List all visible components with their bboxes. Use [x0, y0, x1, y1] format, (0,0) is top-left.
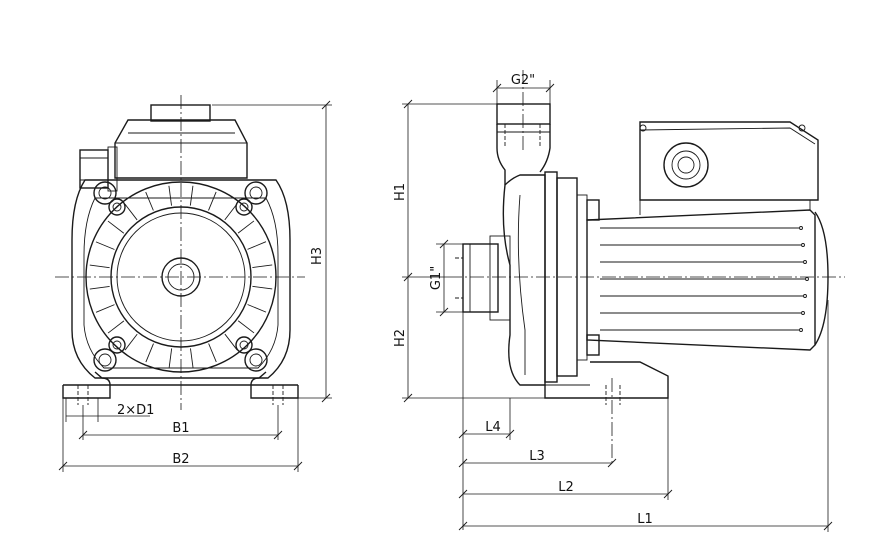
bolt-head	[93, 181, 117, 205]
fin-line	[252, 285, 273, 290]
fin-line	[237, 220, 255, 234]
bolt-hole	[239, 202, 249, 212]
label-l1: L1	[637, 512, 653, 527]
bolt-head	[93, 348, 117, 372]
fin-line	[89, 286, 110, 290]
front-dimensions: H3 2×D1 B1 B2	[58, 100, 332, 472]
fin-line	[247, 241, 267, 250]
label-b2: B2	[172, 452, 189, 467]
fin-line	[145, 191, 154, 211]
bolt-hole	[112, 340, 122, 350]
bolt-head	[244, 181, 268, 205]
label-b1: B1	[172, 421, 189, 436]
fin-end	[803, 260, 807, 264]
fin-line	[189, 185, 194, 206]
side-dimensions: G2" G1" H1 H2 L4 L3	[393, 73, 833, 532]
label-h2: H2	[393, 329, 408, 347]
bolt-head	[244, 348, 268, 372]
fin-line	[237, 320, 255, 334]
housing-bolts	[93, 181, 268, 372]
fin-end	[801, 243, 805, 247]
fin-line	[168, 348, 173, 369]
fin-end	[805, 277, 809, 281]
side-view	[448, 70, 845, 465]
fin-line	[190, 348, 194, 369]
label-d1: 2×D1	[117, 403, 154, 418]
label-l4: L4	[485, 420, 501, 435]
fin-line	[95, 241, 115, 250]
bolt-hole	[249, 186, 263, 200]
bolt-hole	[249, 353, 263, 367]
bolt-head	[235, 336, 253, 354]
label-g1: G1"	[429, 266, 444, 290]
fin-end	[799, 328, 803, 332]
fin-line	[224, 203, 238, 221]
cooling-fins	[89, 185, 273, 369]
fin-line	[224, 333, 238, 351]
label-l2: L2	[558, 480, 574, 495]
fin-end	[801, 311, 805, 315]
motor-fins	[600, 226, 809, 332]
label-g2: G2"	[511, 73, 535, 88]
bolt-hole	[98, 186, 112, 200]
label-l3: L3	[529, 449, 545, 464]
bolt-head	[235, 198, 253, 216]
label-h3: H3	[310, 247, 325, 265]
label-h1: H1	[393, 183, 408, 201]
fin-line	[208, 343, 217, 363]
fin-line	[124, 333, 138, 351]
bolt-head	[108, 336, 126, 354]
bolt-hole	[239, 340, 249, 350]
bolt-hole	[112, 202, 122, 212]
fin-end	[803, 294, 807, 298]
fin-line	[145, 343, 154, 363]
bolt-hole	[98, 353, 112, 367]
fin-line	[247, 304, 267, 313]
front-view	[55, 95, 305, 410]
fin-line	[89, 264, 110, 269]
fin-line	[208, 191, 217, 211]
fin-line	[95, 304, 115, 313]
bolt-head	[108, 198, 126, 216]
fin-end	[799, 226, 803, 230]
fin-line	[107, 320, 125, 334]
fin-line	[107, 220, 125, 234]
fin-line	[252, 264, 273, 268]
fin-line	[168, 185, 172, 206]
fin-line	[124, 203, 138, 221]
